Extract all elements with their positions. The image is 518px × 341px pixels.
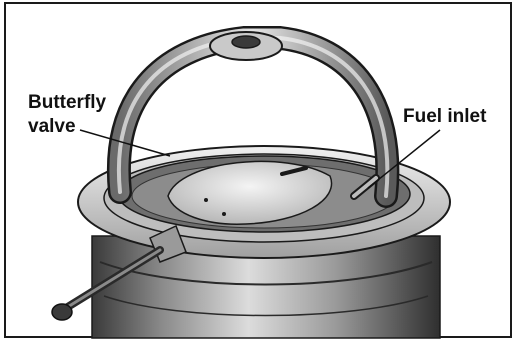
butterfly-valve-label-line-1: Butterfly (28, 92, 106, 114)
fuel-inlet-label: Fuel inlet (403, 106, 486, 128)
butterfly-valve-label-line-2: valve (28, 116, 76, 138)
